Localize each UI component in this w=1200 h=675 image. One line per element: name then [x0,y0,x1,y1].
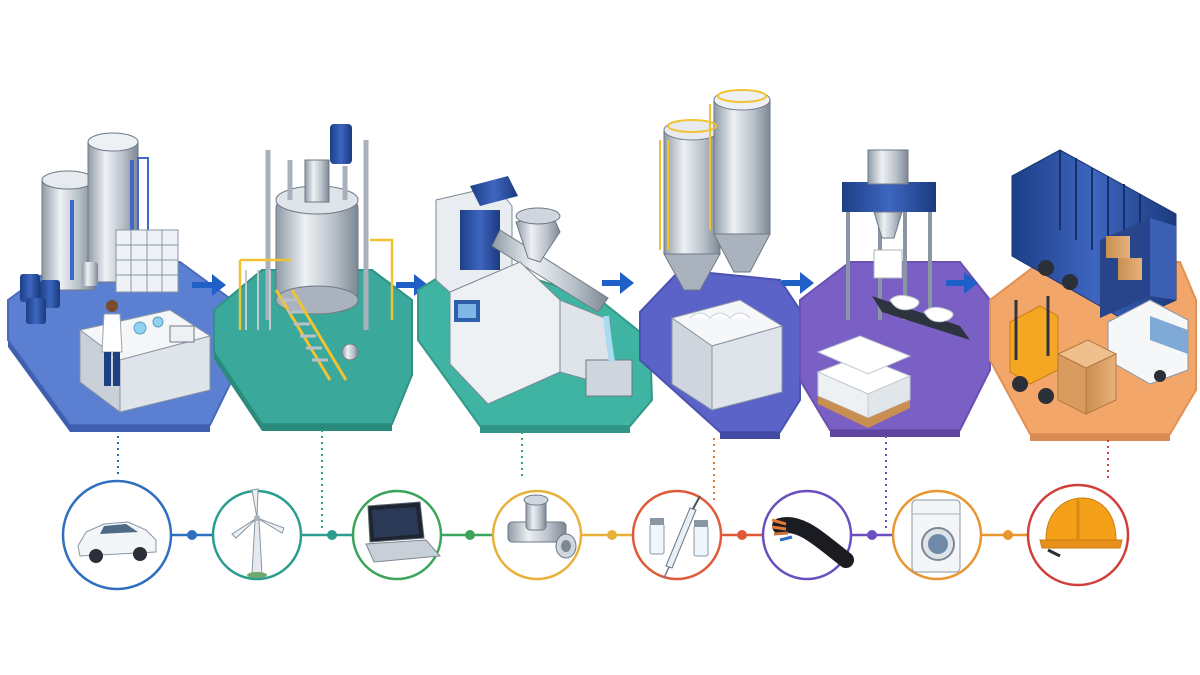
app-car-icon [61,479,173,591]
app-safety-helmet-icon [1026,483,1130,587]
app-washing-machine-icon [891,489,983,581]
reactor-vessel [265,124,369,330]
chemical-drums [20,262,98,324]
conveyor-belt [872,294,970,340]
stage-bagging [799,149,991,437]
application-timeline [172,530,1030,540]
app-syringe-vials-icon [631,489,723,581]
app-electrical-cables-icon [761,489,854,581]
forklift [1009,296,1059,404]
stage-extruder [417,176,654,433]
pellet-bin [670,299,784,411]
storage-tanks [41,132,149,291]
shipping-container-truck [1011,149,1177,323]
flow-arrow-5 [946,272,978,294]
stage-logistics [989,149,1197,441]
cargo-boxes [1056,339,1118,415]
scientist [101,300,123,386]
flow-arrow-1 [192,274,226,296]
stage-reactor [213,124,413,431]
bagging-tower [842,149,936,320]
extruder-machine [435,176,633,405]
pallet-of-bags [816,335,912,428]
app-pipe-fittings-icon [491,489,583,581]
flow-arrow-4 [782,272,814,294]
ibc-containers [115,229,179,293]
stage-connectors [117,430,1109,530]
storage-silos [659,89,771,291]
stage-silos [639,89,801,439]
application-icons [61,479,1130,591]
app-wind-turbine-icon [211,488,303,581]
delivery-truck [1107,299,1189,385]
app-laptop-icon [351,489,443,581]
reactor-stairs [238,238,394,381]
stage-lab [7,132,233,432]
flow-arrow-3 [602,272,634,294]
